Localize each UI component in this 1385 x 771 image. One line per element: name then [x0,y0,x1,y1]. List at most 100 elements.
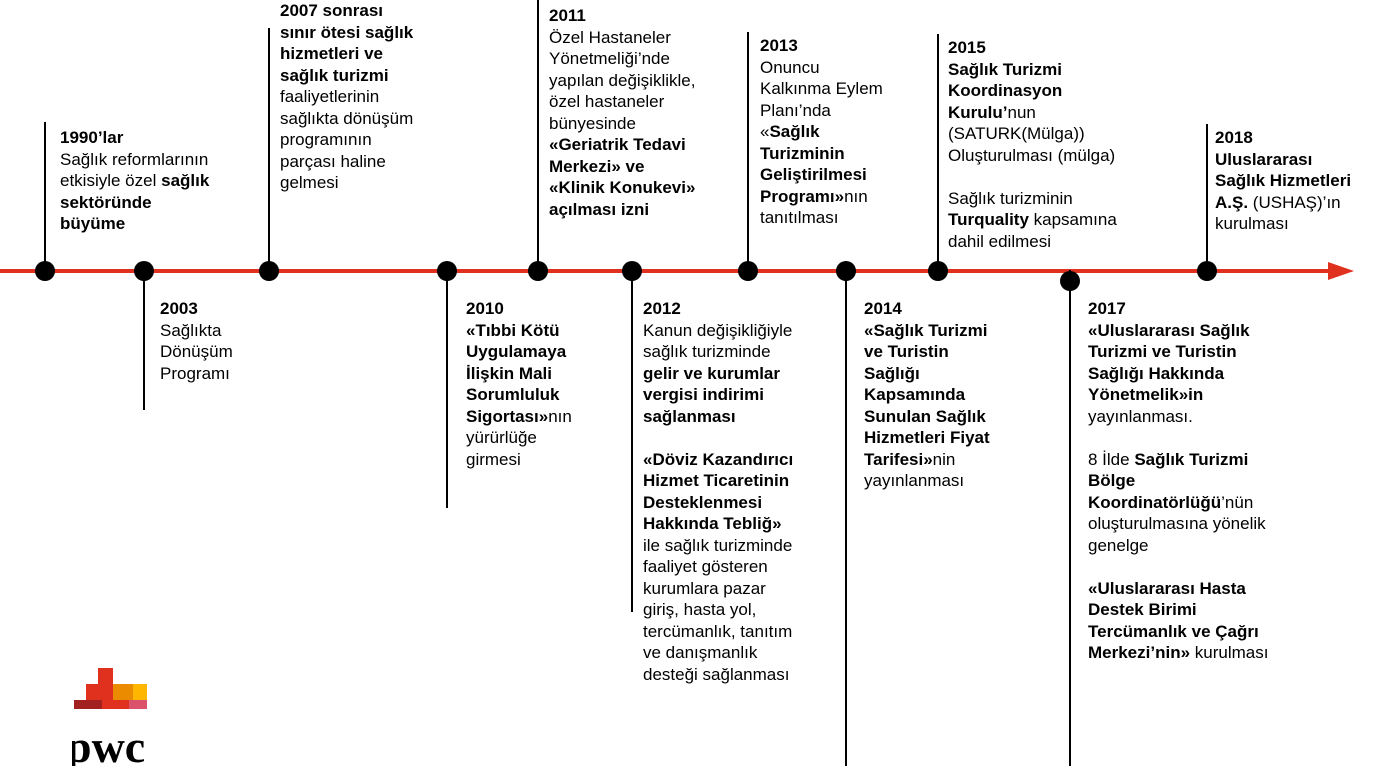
event-line: Tercümanlık ve Çağrı [1088,621,1328,643]
event-text-segment: desteği sağlanması [643,664,790,684]
event-line: programının [280,129,455,151]
event-text-segment: faaliyetlerinin [280,87,380,106]
event-text-segment: «Geriatrik Tedavi [549,135,686,154]
milestone-dot-2013 [738,261,758,281]
event-text-segment: Bölge [1088,471,1136,490]
event-year: 2015 [948,38,986,57]
milestone-dot-2014 [836,261,856,281]
event-text-segment: Uluslararası [1215,149,1313,169]
event-text-segment: ’nün [1221,492,1254,512]
event-text-segment: gelir ve kurumlar [643,363,781,383]
event-text-segment: Programı» [760,186,845,206]
event-text-segment: sağlıkta dönüşüm [280,108,414,128]
event-text-segment: Sağlığı [864,363,920,383]
event-line [1088,556,1328,578]
event-text-segment: İlişkin Mali [466,363,552,383]
event-text-segment: Uygulamaya [466,342,567,361]
event-line: Koordinatörlüğü’nün [1088,492,1328,514]
event-line: sağlanması [643,406,843,428]
event-line: kurumlara pazar [643,578,843,600]
event-line: Turquality kapsamına [948,209,1168,231]
event-text-segment: parçası haline [280,151,386,171]
event-line: sağlık turizmi [280,65,455,87]
event-line: Bölge [1088,470,1328,492]
event-line: büyüme [60,213,270,235]
event-line: desteği sağlanması [643,664,843,686]
event-line: Sağlığı Hakkında [1088,363,1328,385]
event-line: Hakkında Tebliğ» [643,513,843,535]
event-text-segment: Sağlık Turizmi [1134,449,1249,469]
event-line: Tarifesi»nin [864,449,1044,471]
event-line: Oluşturulması (mülga) [948,145,1168,167]
event-text-segment: oluşturulmasına yönelik [1088,514,1266,533]
event-line: kurulması [1215,213,1385,235]
event-text-segment: Sunulan Sağlık [864,406,986,426]
logo-block-yellow [133,684,147,700]
event-line: Özel Hastaneler [549,27,749,49]
event-text-segment: Sağlığı Hakkında [1088,363,1225,383]
event-text-segment: hizmetleri ve [280,44,383,63]
event-line: Turizminin [760,143,930,165]
event-line: Sigortası»nın [466,406,616,428]
logo-block-orange [113,684,133,700]
event-line: Uygulamaya [466,341,616,363]
event-text-segment: Hizmetleri Fiyat [864,428,990,447]
event-text-segment: özel hastaneler [549,92,665,111]
stem-2017 [1069,270,1071,766]
event-line: Hizmetleri Fiyat [864,427,1044,449]
event-text-segment: Özel Hastaneler [549,27,671,47]
event-line: Programı [160,363,280,385]
logo-block-pink [129,700,147,709]
event-text-segment: kurulması [1215,214,1289,233]
event-line: Kapsamında [864,384,1044,406]
event-line: etkisiyle özel sağlık [60,170,270,192]
event-text-segment: dahil edilmesi [948,231,1051,251]
event-line: Sunulan Sağlık [864,406,1044,428]
timeline-axis [0,269,1330,273]
event-text-segment: Destek Birimi [1088,600,1197,619]
event-text-segment: yayınlanması. [1088,406,1193,426]
event-text-segment: Sağlık reformlarının [60,149,209,169]
event-line: Geliştirilmesi [760,164,930,186]
event-text-segment: Oluşturulması (mülga) [948,145,1116,165]
event-text-segment: genelge [1088,535,1149,555]
event-text-segment: kurumlara pazar [643,578,766,598]
event-line: tanıtılması [760,207,930,229]
event-text-segment: yapılan değişiklikle, [549,70,696,90]
event-year: 2007 sonrası [280,1,384,20]
event-line: «Uluslararası Sağlık [1088,320,1328,342]
event-text-segment: gelmesi [280,173,339,192]
milestone-dot-1990 [35,261,55,281]
event-line: Destek Birimi [1088,599,1328,621]
stem-2015 [937,34,939,272]
event-line: Planı’nda [760,100,930,122]
event-line: özel hastaneler [549,91,749,113]
event-text-segment: Turizmi ve Turistin [1088,342,1237,361]
event-year: 2012 [643,299,681,318]
event-line: hizmetleri ve [280,43,455,65]
event-text-segment: Kapsamında [864,385,966,404]
event-line: «Geriatrik Tedavi [549,134,749,156]
event-text-segment: Sağlık [769,122,820,141]
pwc-logo: pwc [66,668,152,771]
event-text-segment: nun [1007,102,1036,122]
event-line [643,427,843,449]
event-line [1088,427,1328,449]
event-text-segment: Hakkında Tebliğ» [643,514,782,533]
milestone-dot-2012 [622,261,642,281]
event-line: «Sağlık [760,121,930,143]
event-line: A.Ş. (USHAŞ)’ın [1215,192,1385,214]
event-text-segment: «Klinik Konukevi» [549,178,696,197]
event-line: gelir ve kurumlar [643,363,843,385]
event-text-segment: (SATURK(Mülga)) [948,124,1085,143]
milestone-dot-2011 [528,261,548,281]
event-text-segment: «Sağlık Turizmi [864,320,988,340]
event-text-segment: sektöründe [60,192,152,212]
stem-2012 [631,270,633,612]
